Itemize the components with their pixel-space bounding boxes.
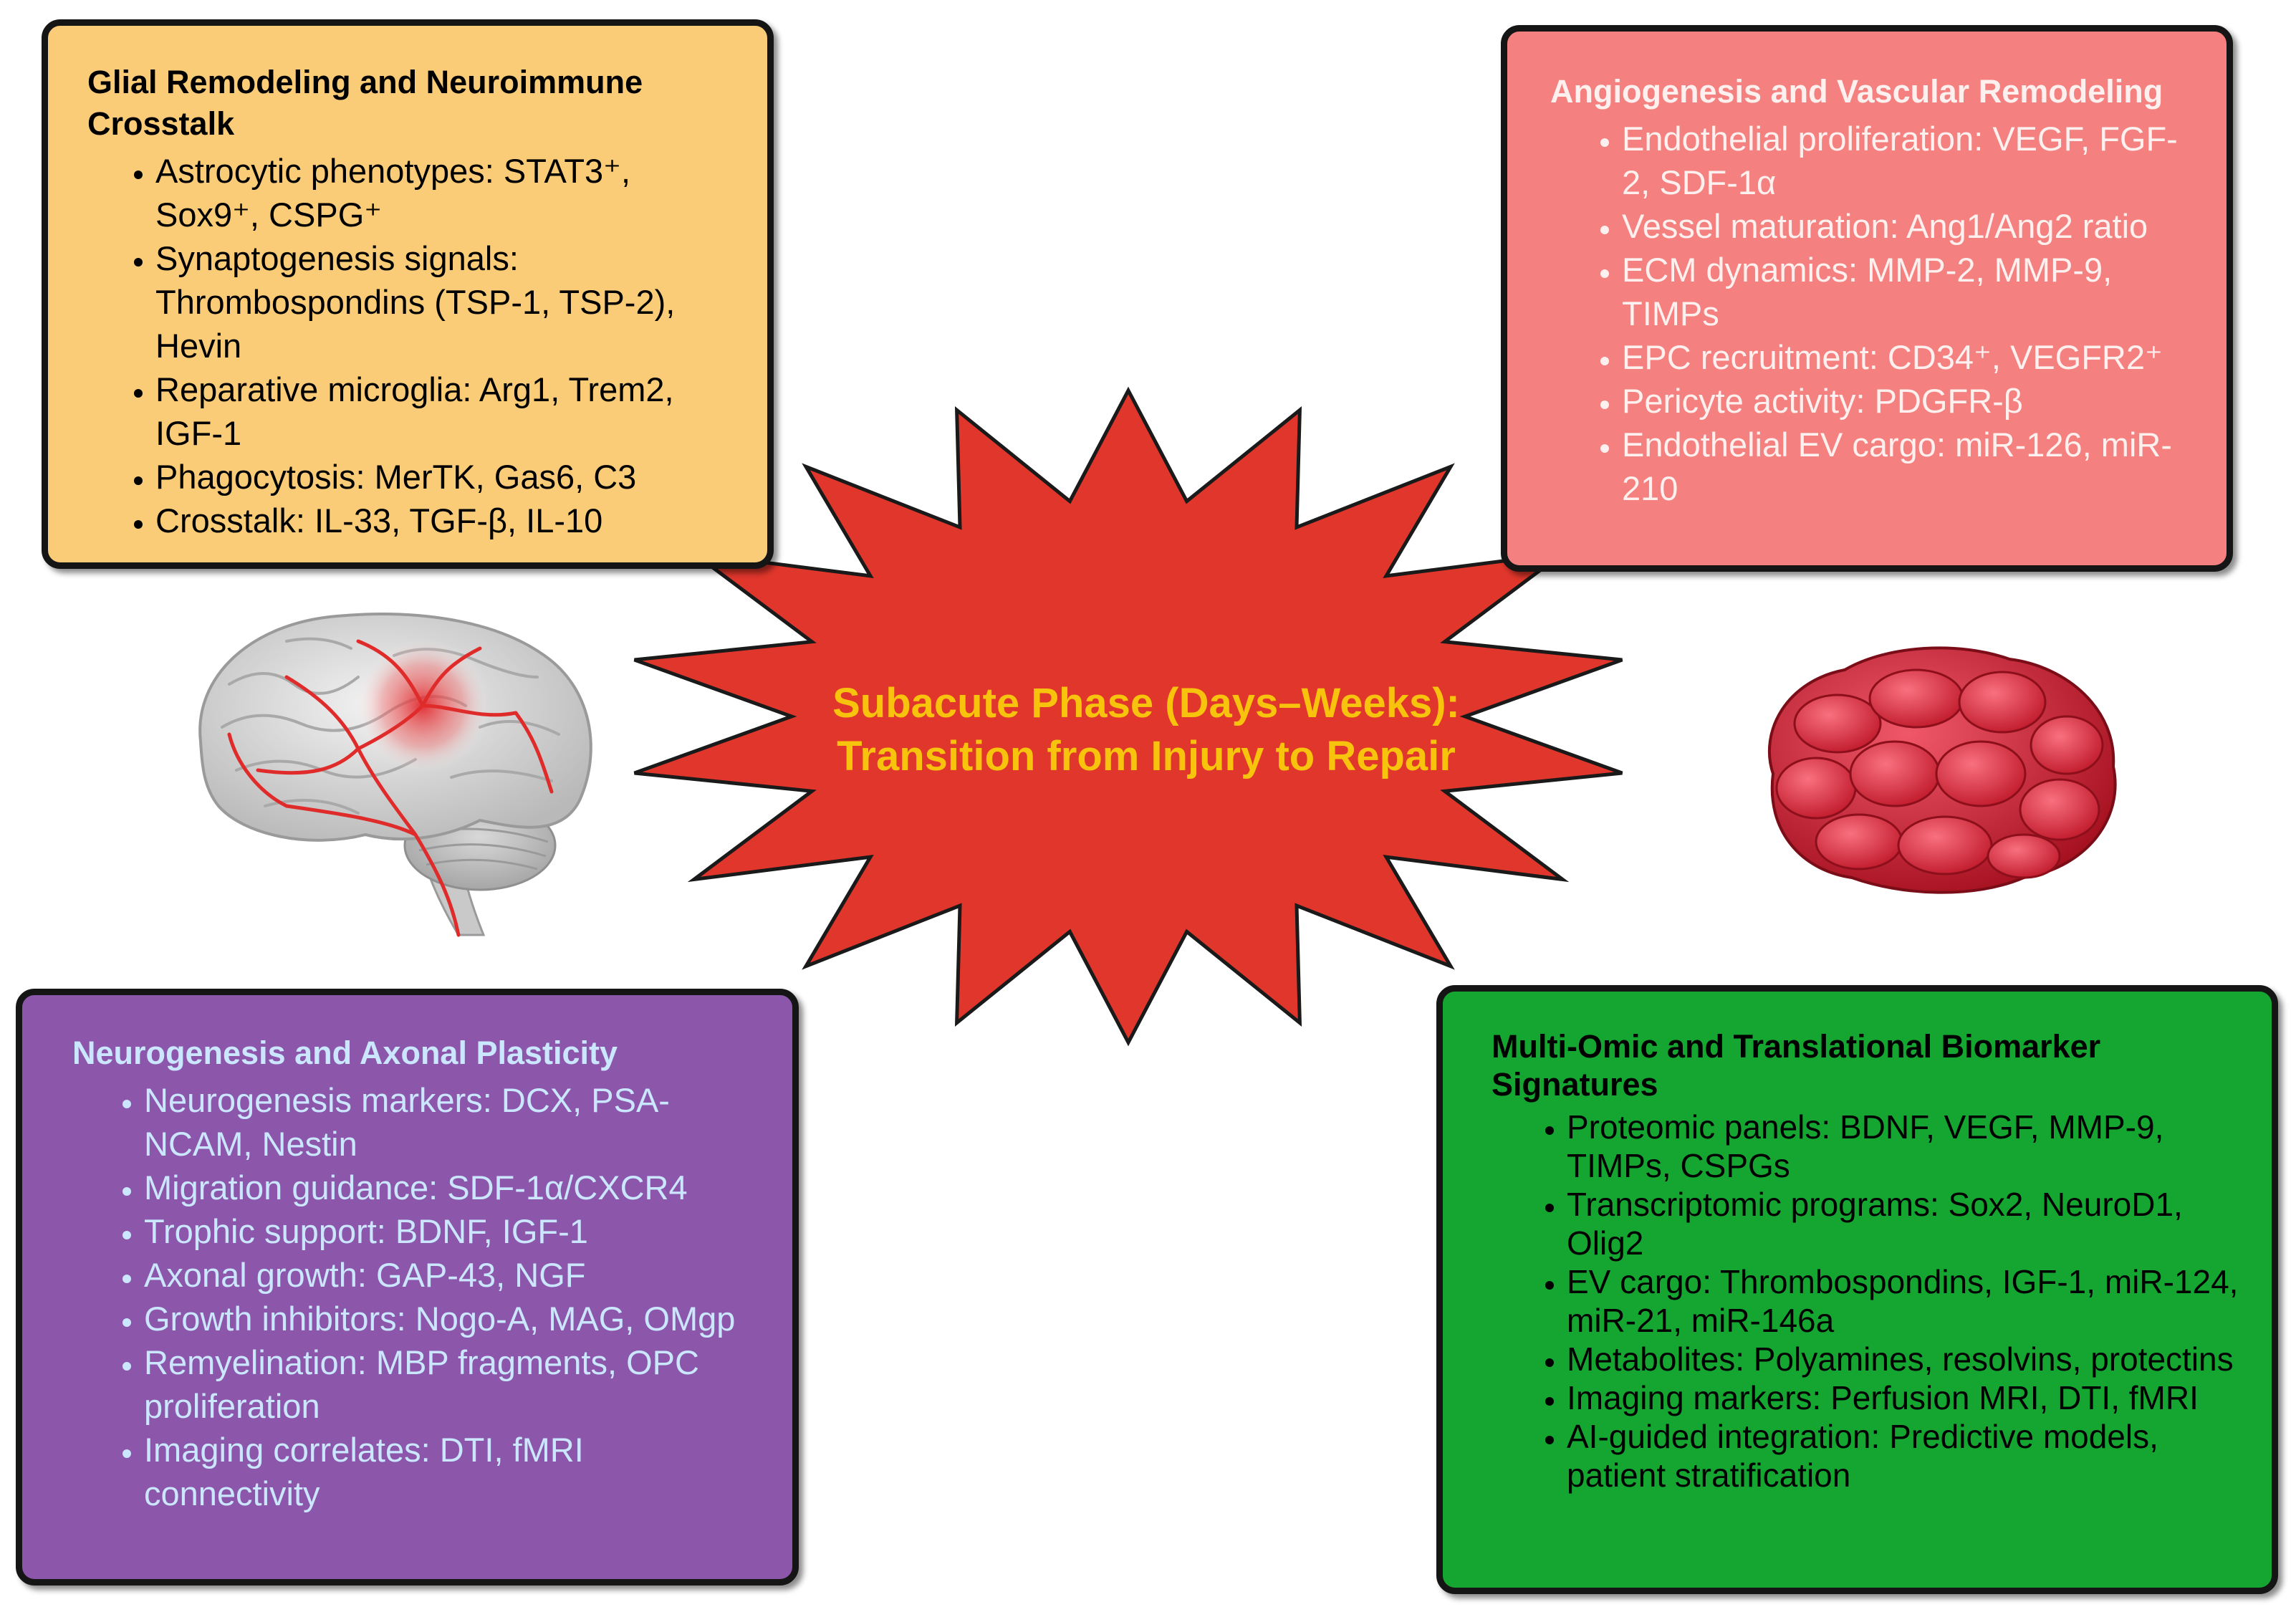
list-item: Metabolites: Polyamines, resolvins, prot… (1567, 1340, 2243, 1378)
list-item: Axonal growth: GAP-43, NGF (144, 1253, 764, 1297)
glial-remodeling-panel: Glial Remodeling and Neuroimmune Crossta… (42, 19, 774, 569)
list-item: AI-guided integration: Predictive models… (1567, 1417, 2243, 1495)
list-item: Trophic support: BDNF, IGF-1 (144, 1209, 764, 1253)
neuro-item-list: Neurogenesis markers: DCX, PSA-NCAM, Nes… (72, 1078, 764, 1515)
list-item: Reparative microglia: Arg1, Trem2, IGF-1 (155, 368, 739, 455)
list-item: Neurogenesis markers: DCX, PSA-NCAM, Nes… (144, 1078, 764, 1166)
list-item: Transcriptomic programs: Sox2, NeuroD1, … (1567, 1185, 2243, 1262)
glial-item-list: Astrocytic phenotypes: STAT3⁺, Sox9⁺, CS… (87, 149, 739, 542)
list-item: Growth inhibitors: Nogo-A, MAG, OMgp (144, 1297, 764, 1340)
list-item: Crosstalk: IL-33, TGF-β, IL-10 (155, 499, 739, 542)
list-item: Synaptogenesis signals: Thrombospondins … (155, 236, 739, 368)
list-item: Pericyte activity: PDGFR-β (1622, 379, 2198, 423)
list-item: ECM dynamics: MMP-2, MMP-9, TIMPs (1622, 248, 2198, 335)
omic-item-list: Proteomic panels: BDNF, VEGF, MMP-9, TIM… (1492, 1108, 2243, 1495)
list-item: EV cargo: Thrombospondins, IGF-1, miR-12… (1567, 1262, 2243, 1340)
list-item: Migration guidance: SDF-1α/CXCR4 (144, 1166, 764, 1209)
angio-panel-title: Angiogenesis and Vascular Remodeling (1550, 73, 2163, 110)
list-item: Endothelial EV cargo: miR-126, miR-210 (1622, 423, 2198, 510)
list-item: Astrocytic phenotypes: STAT3⁺, Sox9⁺, CS… (155, 149, 739, 236)
neurogenesis-panel: Neurogenesis and Axonal Plasticity Neuro… (16, 989, 799, 1585)
omic-panel-title: Multi-Omic and Translational Biomarker S… (1492, 1028, 2101, 1103)
glial-panel-title: Glial Remodeling and Neuroimmune Crossta… (87, 64, 643, 142)
center-title-line2: Transition from Injury to Repair (837, 733, 1456, 779)
neuro-panel-title: Neurogenesis and Axonal Plasticity (72, 1035, 618, 1071)
list-item: EPC recruitment: CD34⁺, VEGFR2⁺ (1622, 335, 2198, 379)
center-title-line1: Subacute Phase (Days–Weeks): (832, 680, 1460, 726)
brain-icon (198, 613, 592, 937)
center-title: Subacute Phase (Days–Weeks): Transition … (781, 677, 1512, 783)
angiogenesis-panel: Angiogenesis and Vascular Remodeling End… (1501, 25, 2233, 572)
list-item: Imaging markers: Perfusion MRI, DTI, fMR… (1567, 1378, 2243, 1417)
multi-omic-panel: Multi-Omic and Translational Biomarker S… (1436, 985, 2278, 1594)
list-item: Vessel maturation: Ang1/Ang2 ratio (1622, 204, 2198, 248)
list-item: Proteomic panels: BDNF, VEGF, MMP-9, TIM… (1567, 1108, 2243, 1185)
list-item: Remyelination: MBP fragments, OPC prolif… (144, 1340, 764, 1428)
angio-item-list: Endothelial proliferation: VEGF, FGF-2, … (1550, 117, 2198, 510)
list-item: Imaging correlates: DTI, fMRI connectivi… (144, 1428, 764, 1515)
list-item: Endothelial proliferation: VEGF, FGF-2, … (1622, 117, 2198, 204)
blood-clot-icon (1767, 646, 2117, 894)
list-item: Phagocytosis: MerTK, Gas6, C3 (155, 455, 739, 499)
